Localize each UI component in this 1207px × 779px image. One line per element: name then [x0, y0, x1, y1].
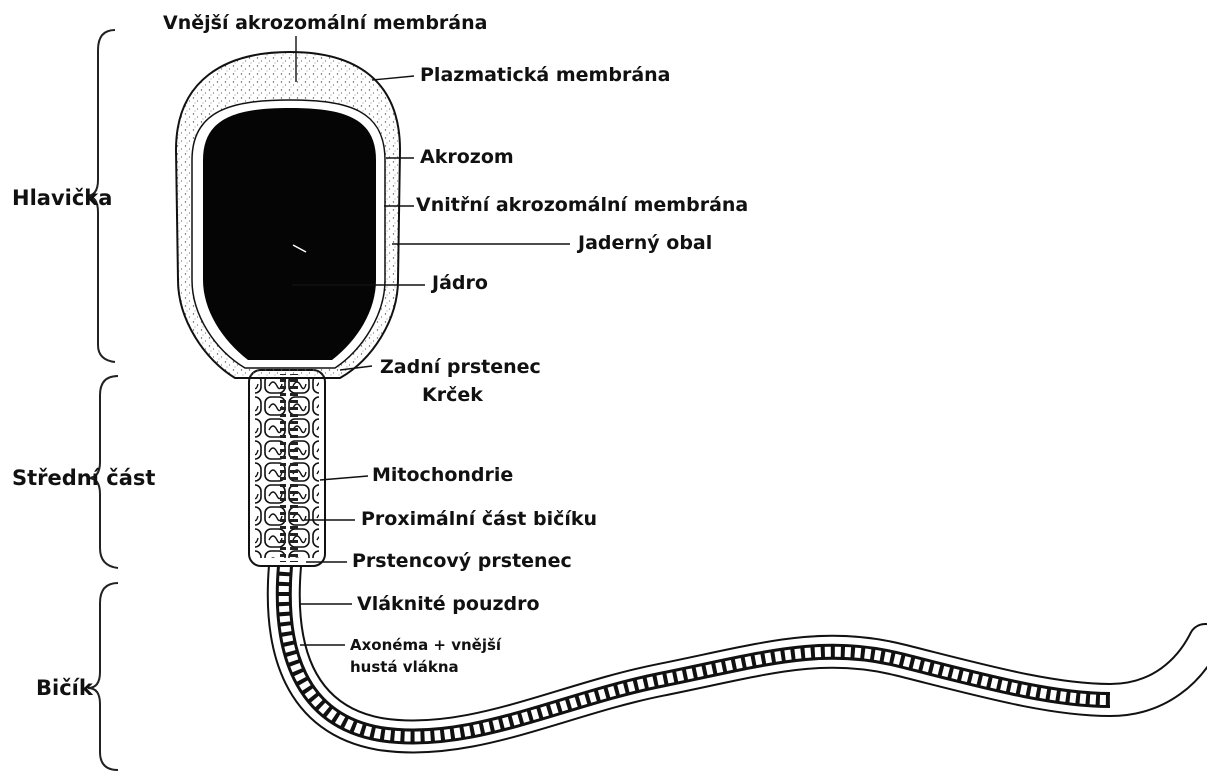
label-inner-acrosomal-membrane: Vnitřní akrozomální membrána	[416, 194, 748, 216]
section-midpiece-label: Střední část	[12, 466, 155, 490]
label-axoneme-line1: Axonéma + vnější	[350, 634, 501, 656]
label-nuclear-envelope: Jaderný obal	[578, 232, 712, 254]
label-proximal-flagellum: Proximální část bičíku	[361, 508, 597, 530]
label-outer-acrosomal-membrane: Vnější akrozomální membrána	[163, 12, 487, 34]
label-fibrous-sheath: Vláknité pouzdro	[357, 593, 540, 615]
label-nucleus: Jádro	[432, 272, 488, 294]
label-mitochondria: Mitochondrie	[372, 464, 513, 486]
label-neck: Krček	[422, 384, 483, 406]
label-axoneme-line2: hustá vlákna	[350, 656, 459, 678]
section-head-label: Hlavička	[12, 186, 112, 210]
label-plasma-membrane: Plazmatická membrána	[420, 64, 671, 86]
label-posterior-ring: Zadní prstenec	[380, 356, 541, 378]
label-annulus: Prstencový prstenec	[352, 550, 572, 572]
label-acrosome: Akrozom	[420, 146, 514, 168]
section-tail-label: Bičík	[36, 676, 93, 700]
